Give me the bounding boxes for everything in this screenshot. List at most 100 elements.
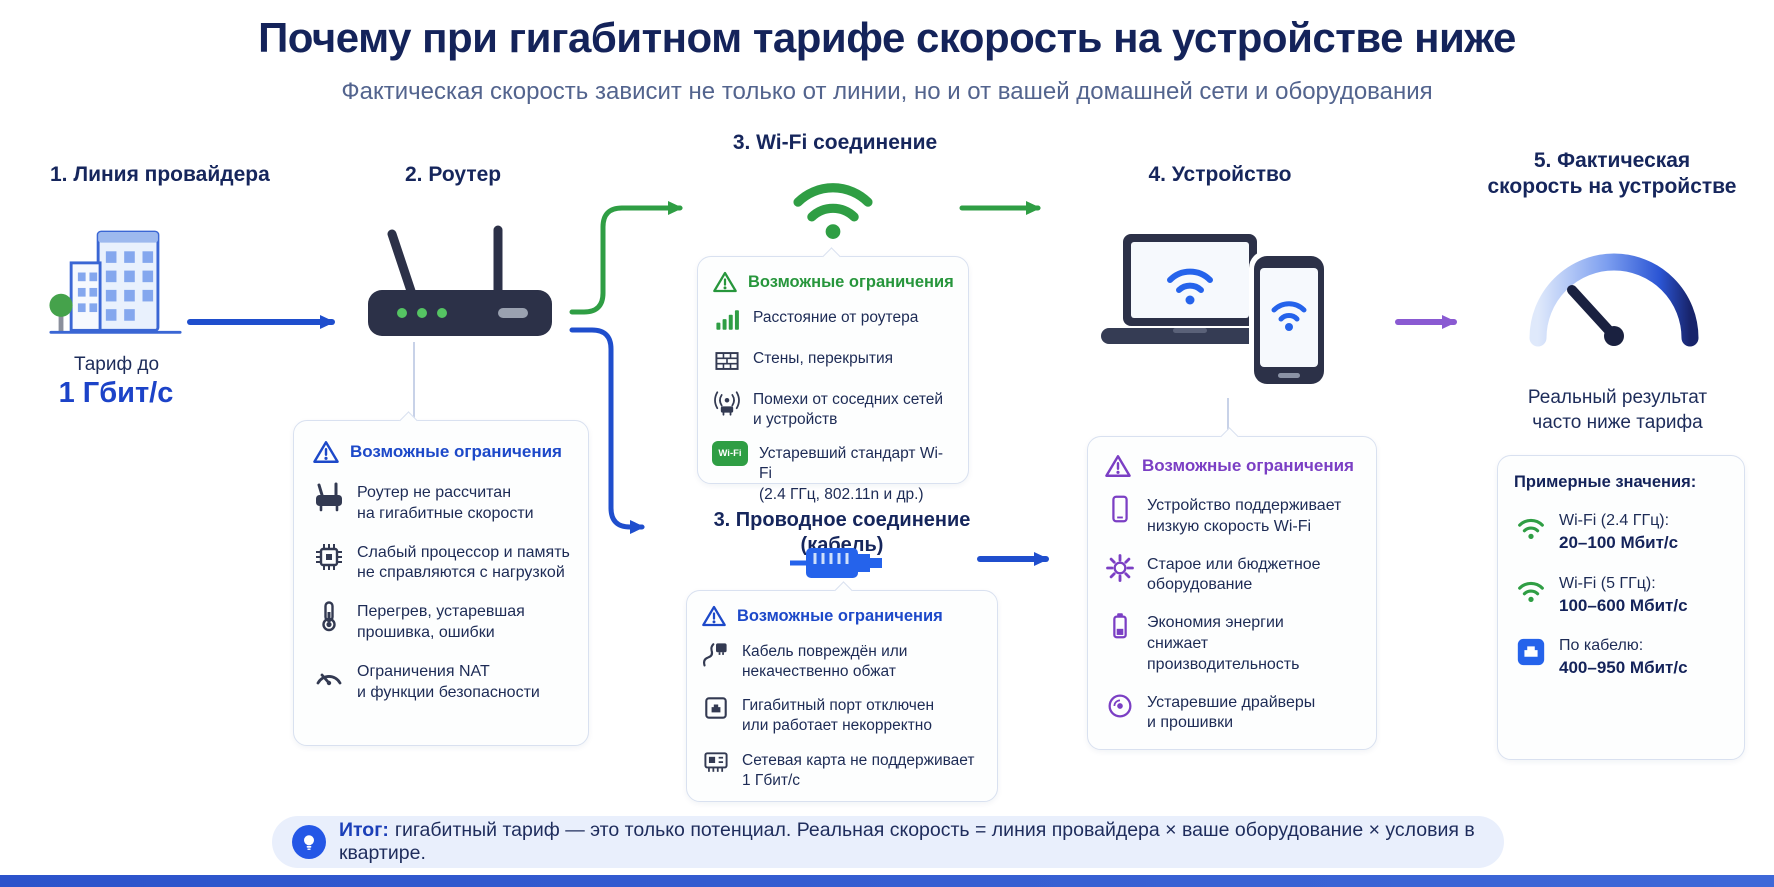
limit-text: Ограничения NAT и функции безопасности bbox=[357, 662, 540, 701]
cable-limits-box: Возможные ограничения Кабель повреждён и… bbox=[686, 580, 998, 802]
page-title: Почему при гигабитном тарифе скорость на… bbox=[258, 14, 1516, 61]
wifi-box-notch bbox=[822, 246, 841, 266]
limit-text: Кабель повреждён или некачественно обжат bbox=[742, 643, 908, 681]
value-range: 20–100 Мбит/с bbox=[1559, 532, 1679, 552]
wifi-icon bbox=[793, 183, 873, 239]
value-texts: Wi-Fi (2.4 ГГц): 20–100 Мбит/с bbox=[1559, 511, 1678, 555]
device-limit-item: Экономия энергии снижает производительно… bbox=[1104, 610, 1360, 675]
router-icon bbox=[368, 225, 552, 336]
value-name: По кабелю: bbox=[1559, 637, 1644, 655]
limits-title-text: Возможные ограничения bbox=[737, 606, 943, 625]
cable-icon bbox=[790, 548, 882, 578]
tariff-value: 1 Гбит/с bbox=[58, 377, 174, 409]
result-caption: Реальный результат часто ниже тарифа bbox=[1527, 387, 1708, 434]
wifi-limit-item: Расстояние от роутера bbox=[712, 305, 954, 335]
bulb-circle bbox=[292, 825, 326, 859]
values-box: Примерные значения: Wi-Fi (2.4 ГГц): 20–… bbox=[1497, 455, 1745, 760]
value-row-wifi5: Wi-Fi (5 ГГц): 100–600 Мбит/с bbox=[1514, 574, 1728, 618]
device-limits-box: Возможные ограничения Устройство поддерж… bbox=[1087, 426, 1377, 750]
signal-bars-icon bbox=[716, 310, 739, 330]
summary-bar: Итог:гигабитный тариф — это только потен… bbox=[272, 816, 1504, 868]
router-limit-item: Слабый процессор и память не справляются… bbox=[312, 540, 570, 585]
battery-icon bbox=[1113, 613, 1127, 639]
router-limit-item: Роутер не рассчитан на гигабитные скорос… bbox=[312, 480, 570, 525]
cable-limits-title: Возможные ограничения bbox=[701, 604, 983, 628]
limit-text: Слабый процессор и память не справляются… bbox=[357, 543, 570, 582]
ethernet-blue-icon bbox=[1517, 639, 1545, 666]
wifi-limits-box: Возможные ограничения Расстояние от роут… bbox=[697, 246, 969, 503]
device-limit-item: Устройство поддерживает низкую скорость … bbox=[1104, 493, 1360, 538]
step-label-wifi: 3. Wi-Fi соединение bbox=[732, 131, 938, 154]
building-icon bbox=[49, 230, 182, 334]
step-label-device: 4. Устройство bbox=[1148, 163, 1292, 186]
limit-text: Стены, перекрытия bbox=[753, 350, 893, 367]
limit-text: Расстояние от роутера bbox=[753, 309, 919, 326]
step-label-provider: 1. Линия провайдера bbox=[50, 163, 270, 186]
warning-icon bbox=[713, 271, 737, 293]
warning-icon bbox=[1105, 455, 1131, 477]
limit-text: Гигабитный порт отключен или работает не… bbox=[742, 697, 935, 735]
router-limit-item: Перегрев, устаревшая прошивка, ошибки bbox=[312, 599, 570, 644]
limit-text: Устройство поддерживает низкую скорость … bbox=[1147, 497, 1342, 535]
speedometer-icon bbox=[1529, 253, 1699, 347]
limit-text: Помехи от соседних сетей и устройств bbox=[753, 391, 944, 429]
gear-icon bbox=[1106, 553, 1134, 582]
device-limit-item: Старое или бюджетное оборудование bbox=[1104, 552, 1360, 597]
step-label-router: 2. Роутер bbox=[405, 163, 502, 186]
value-row-wifi24: Wi-Fi (2.4 ГГц): 20–100 Мбит/с bbox=[1514, 511, 1728, 555]
limit-text: Устаревший стандарт Wi-Fi (2.4 ГГц, 802.… bbox=[759, 445, 944, 503]
value-name: Wi-Fi (5 ГГц): bbox=[1559, 574, 1656, 592]
summary-text: Итог:гигабитный тариф — это только потен… bbox=[339, 819, 1484, 865]
limits-title-text: Возможные ограничения bbox=[1142, 456, 1354, 475]
cable-limit-item: Гигабитный порт отключен или работает не… bbox=[701, 693, 983, 736]
cable-limit-item: Кабель повреждён или некачественно обжат bbox=[701, 639, 983, 682]
limits-title-text: Возможные ограничения bbox=[748, 272, 954, 291]
cable-limit-item: Сетевая карта не поддерживает 1 Гбит/с bbox=[701, 748, 983, 791]
wifi-limit-item: Помехи от соседних сетей и устройств bbox=[712, 387, 954, 430]
summary-body: гигабитный тариф — это только потенциал.… bbox=[339, 819, 1475, 864]
value-name: Wi-Fi (2.4 ГГц): bbox=[1559, 512, 1670, 529]
warning-icon bbox=[313, 441, 339, 463]
step-label-result: 5. Фактическая скорость на устройстве bbox=[1487, 149, 1737, 199]
wifi-limits-title: Возможные ограничения bbox=[712, 270, 954, 294]
patch-cable-icon bbox=[703, 643, 727, 667]
wall-icon bbox=[715, 352, 739, 370]
mini-router-icon bbox=[316, 482, 342, 512]
value-range: 100–600 Мбит/с bbox=[1559, 595, 1688, 615]
limit-text: Перегрев, устаревшая прошивка, ошибки bbox=[357, 603, 525, 641]
wifi-limit-item: Стены, перекрытия bbox=[712, 346, 954, 376]
limit-text: Устаревшие драйверы и прошивки bbox=[1147, 693, 1316, 732]
device-limit-item: Устаревшие драйверы и прошивки bbox=[1104, 690, 1360, 735]
chip-icon bbox=[316, 543, 342, 570]
value-row-cable: По кабелю: 400–950 Мбит/с bbox=[1514, 636, 1728, 680]
ethernet-port-icon bbox=[705, 697, 727, 720]
limit-text: Экономия энергии снижает производительно… bbox=[1147, 614, 1300, 673]
summary-lead: Итог: bbox=[339, 819, 389, 841]
gauge-icon bbox=[316, 673, 342, 685]
router-box-notch bbox=[399, 410, 418, 430]
limit-text: Старое или бюджетное оборудование bbox=[1147, 555, 1321, 594]
limit-text: Сетевая карта не поддерживает 1 Гбит/с bbox=[742, 751, 975, 789]
router-limits-title: Возможные ограничения bbox=[312, 439, 570, 465]
value-range: 400–950 Мбит/с bbox=[1559, 658, 1688, 678]
router-limits-box: Возможные ограничения Роутер не рассчита… bbox=[293, 410, 589, 746]
value-texts: Wi-Fi (5 ГГц): 100–600 Мбит/с bbox=[1559, 574, 1688, 618]
device-limits-title: Возможные ограничения bbox=[1104, 453, 1360, 479]
elbow-router-to-wifi bbox=[569, 201, 683, 315]
limits-title-text: Возможные ограничения bbox=[350, 442, 562, 461]
wifi-small-icon bbox=[1518, 581, 1544, 602]
laptop-icon bbox=[1101, 234, 1279, 344]
router-limit-item: Ограничения NAT и функции безопасности bbox=[312, 659, 570, 704]
smartphone-icon bbox=[1249, 251, 1329, 389]
thermometer-icon bbox=[322, 601, 336, 632]
wifi-limit-item: Wi-Fi Устаревший стандарт Wi-Fi (2.4 ГГц… bbox=[712, 441, 954, 504]
interference-icon bbox=[714, 391, 740, 416]
wifi-standard-badge-icon: Wi-Fi bbox=[712, 441, 748, 467]
warning-icon bbox=[702, 605, 726, 627]
lightbulb-icon bbox=[304, 835, 314, 850]
tariff-caption: Тариф до bbox=[73, 354, 160, 375]
device-box-notch bbox=[1220, 426, 1239, 446]
bottom-accent-strip bbox=[0, 875, 1774, 887]
driver-disc-icon bbox=[1108, 694, 1132, 718]
